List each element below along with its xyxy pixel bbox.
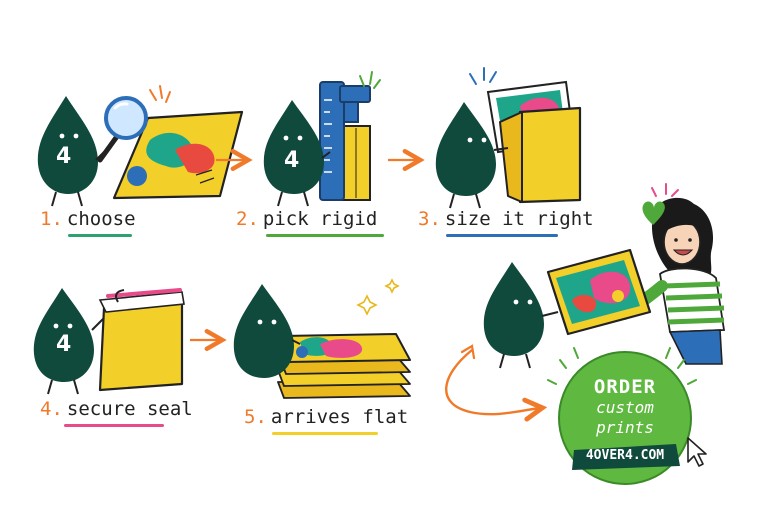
cta-line-1[interactable]: ORDER xyxy=(593,376,657,398)
sparkle-lines xyxy=(149,85,171,103)
heart-icon xyxy=(642,201,665,225)
mascot xyxy=(233,284,301,378)
step-3-underline xyxy=(446,234,558,237)
mascot-digit: 4 xyxy=(284,148,300,173)
caliper-icon xyxy=(319,81,371,201)
cursor-icon xyxy=(687,437,707,467)
sparkle-icon xyxy=(356,278,400,316)
sparkle-lines xyxy=(469,67,497,85)
step-5-underline xyxy=(272,432,378,435)
flat-stack xyxy=(277,333,411,399)
step-number: 2. xyxy=(236,208,259,230)
step-1-label: 1.choose xyxy=(40,208,136,230)
mascot xyxy=(33,288,105,395)
step-4-underline xyxy=(64,424,164,427)
mascot xyxy=(483,262,559,369)
art-print-large xyxy=(546,248,652,336)
rigid-board xyxy=(341,125,371,201)
mascot-digit: 4 xyxy=(56,144,72,169)
mailer-folder xyxy=(499,106,582,204)
mascot-digit: 4 xyxy=(56,332,72,357)
step-number: 3. xyxy=(418,208,441,230)
step-text: arrives flat xyxy=(270,406,409,428)
magnifier-icon xyxy=(97,96,148,163)
art-folder xyxy=(112,110,244,200)
step-number: 1. xyxy=(40,208,63,230)
step-number: 5. xyxy=(244,406,267,428)
sparkle-lines xyxy=(359,71,381,89)
step-2-label: 2.pick rigid xyxy=(236,208,377,230)
mailer-envelope xyxy=(98,288,185,392)
step-3-scene xyxy=(435,67,582,209)
step-text: secure seal xyxy=(66,398,193,420)
step-2-scene xyxy=(263,71,381,207)
sparkle-lines xyxy=(651,183,679,197)
step-number: 4. xyxy=(40,398,63,420)
cta-line-3[interactable]: prints xyxy=(596,418,654,437)
mascot xyxy=(435,102,509,209)
flow-arrow-cta xyxy=(445,349,540,414)
step-4-label: 4.secure seal xyxy=(40,398,193,420)
cta-line-2[interactable]: custom xyxy=(596,398,654,417)
step-1-scene xyxy=(37,85,244,207)
handoff-scene xyxy=(483,183,726,369)
step-text: pick rigid xyxy=(262,208,378,230)
step-4-scene xyxy=(33,288,185,395)
step-5-label: 5.arrives flat xyxy=(244,406,408,428)
cta-site-link[interactable]: 4OVER4.COM xyxy=(585,448,665,463)
step-5-scene xyxy=(233,278,411,399)
person xyxy=(618,197,726,365)
flow-arrow-cta-tail xyxy=(460,344,476,360)
mascot xyxy=(37,96,105,207)
step-3-label: 3.size it right xyxy=(418,208,594,230)
step-text: choose xyxy=(66,208,136,230)
step-1-underline xyxy=(68,234,132,237)
step-text: size it right xyxy=(444,208,594,230)
cta-badge[interactable] xyxy=(547,347,697,485)
mascot xyxy=(263,100,331,207)
step-2-underline xyxy=(266,234,384,237)
